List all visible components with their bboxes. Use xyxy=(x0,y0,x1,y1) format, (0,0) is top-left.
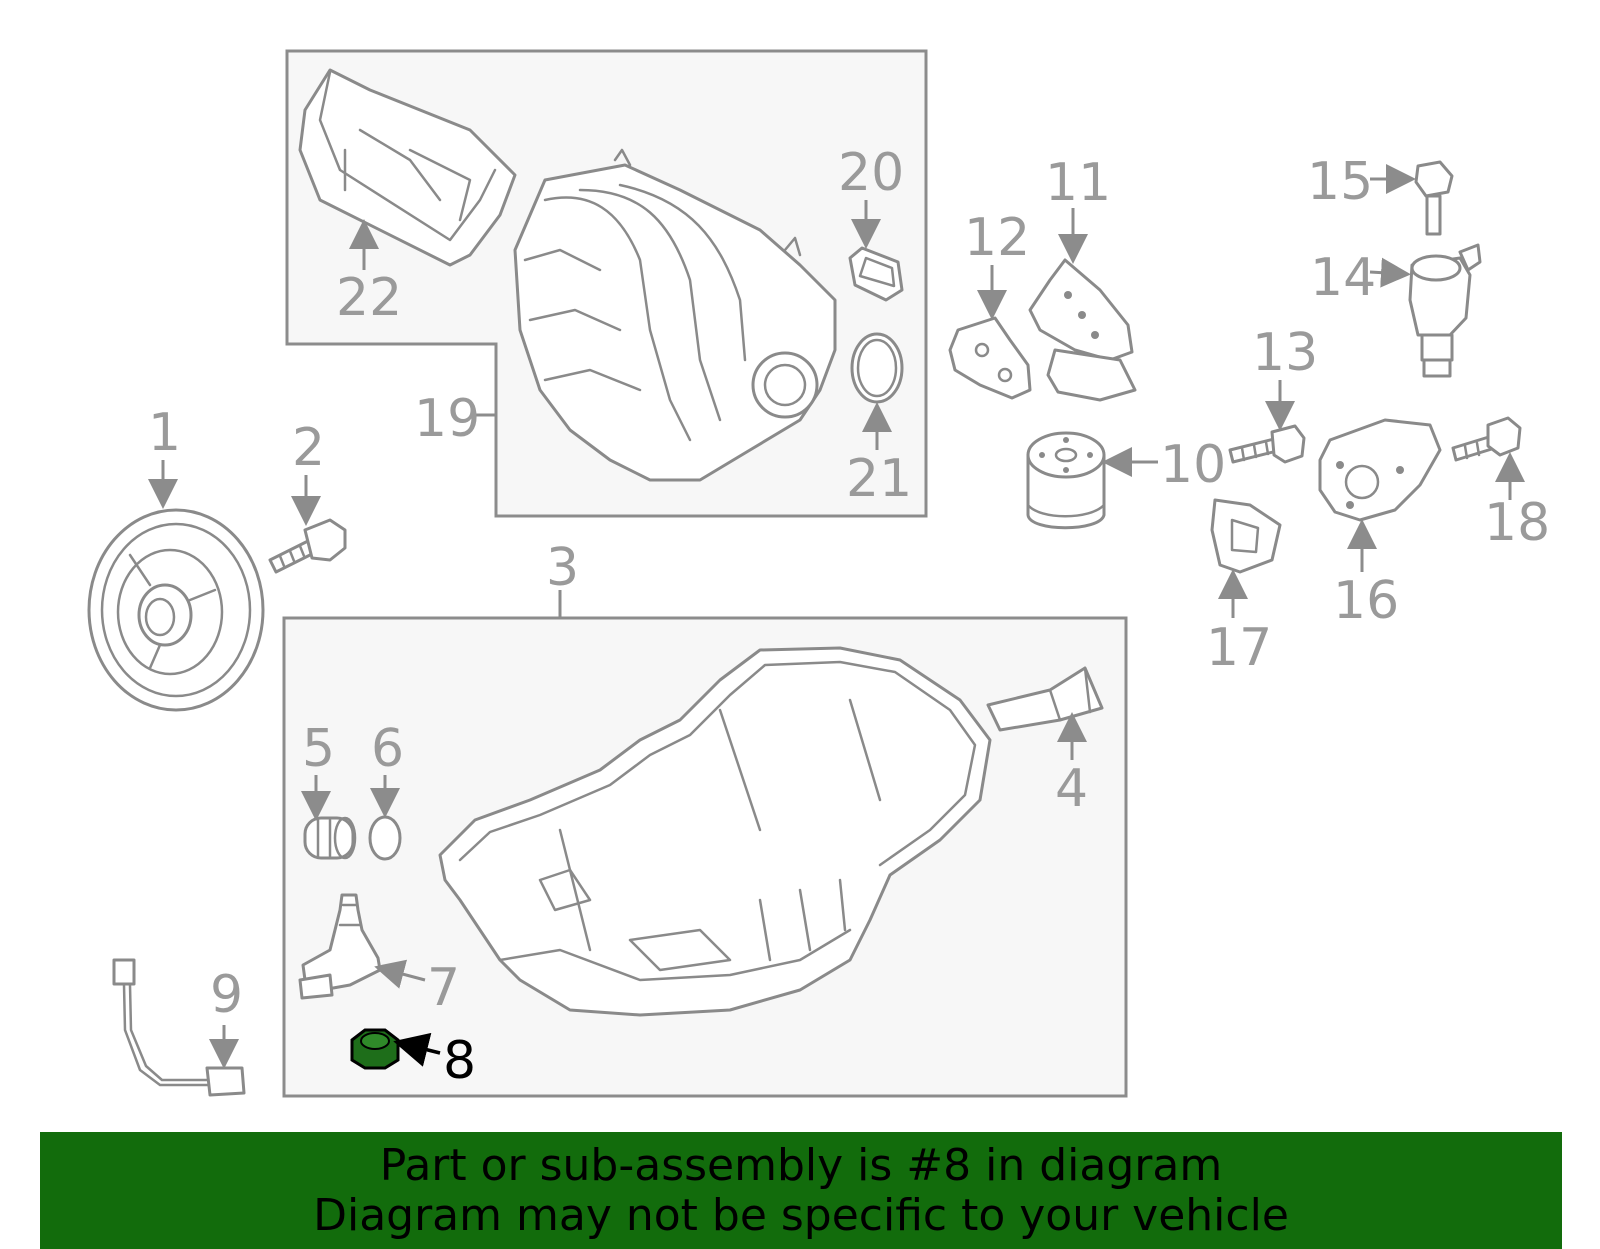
banner-part-line: Part or sub-assembly is #8 in diagram xyxy=(379,1139,1223,1191)
callout-16: 16 xyxy=(1333,571,1399,631)
bolt-13-part xyxy=(1228,424,1306,464)
o-ring-21-inner xyxy=(856,338,898,398)
callout-4: 4 xyxy=(1055,759,1088,819)
callout-19: 19 xyxy=(414,389,480,449)
banner-disclaimer-line: Diagram may not be specific to your vehi… xyxy=(313,1189,1289,1241)
callout-6: 6 xyxy=(371,719,404,779)
callout-8: 8 xyxy=(443,1031,476,1091)
crankshaft-pulley-part xyxy=(87,508,265,712)
pulley-bolt-part xyxy=(268,518,347,574)
bolt-15-part xyxy=(1414,160,1454,236)
o-ring-6-part xyxy=(368,815,402,861)
vvt-gasket-part xyxy=(1210,498,1282,574)
callout-20: 20 xyxy=(838,143,904,203)
oil-filter-housing-part xyxy=(1028,258,1137,402)
housing-gasket-part xyxy=(948,316,1032,400)
callout-15: 15 xyxy=(1307,152,1373,212)
plug-5-part xyxy=(303,816,357,860)
solenoid-part xyxy=(1408,243,1482,378)
callout-18: 18 xyxy=(1484,493,1550,553)
sensor-harness-part xyxy=(112,958,246,1097)
callout-14: 14 xyxy=(1310,248,1376,308)
leader-14 xyxy=(1369,257,1411,288)
leader-8 xyxy=(393,1032,441,1067)
throttle-gasket-part xyxy=(848,246,904,302)
bolt-18-part xyxy=(1451,416,1522,462)
callout-22: 22 xyxy=(336,268,402,328)
callout-9: 9 xyxy=(210,965,243,1025)
vvt-housing-part xyxy=(1318,418,1442,522)
oil-level-sensor-part xyxy=(298,893,382,1000)
callout-17: 17 xyxy=(1206,618,1272,678)
callout-11: 11 xyxy=(1045,153,1111,213)
callout-10: 10 xyxy=(1160,435,1226,495)
callout-2: 2 xyxy=(292,418,325,478)
leader-7 xyxy=(374,959,426,989)
callout-3: 3 xyxy=(546,538,579,598)
oil-filter-part xyxy=(1026,431,1106,530)
intake-manifold-part xyxy=(513,148,837,482)
callout-13: 13 xyxy=(1252,323,1318,383)
callout-12: 12 xyxy=(964,208,1030,268)
callout-1: 1 xyxy=(148,403,181,463)
callout-7: 7 xyxy=(427,958,460,1018)
engine-cover-part xyxy=(298,68,517,267)
callout-21: 21 xyxy=(846,449,912,509)
callout-5: 5 xyxy=(302,719,335,779)
info-banner: Part or sub-assembly is #8 in diagram Di… xyxy=(40,1132,1562,1249)
o-ring-21-part xyxy=(850,332,904,404)
drain-plug-part xyxy=(350,1028,400,1070)
